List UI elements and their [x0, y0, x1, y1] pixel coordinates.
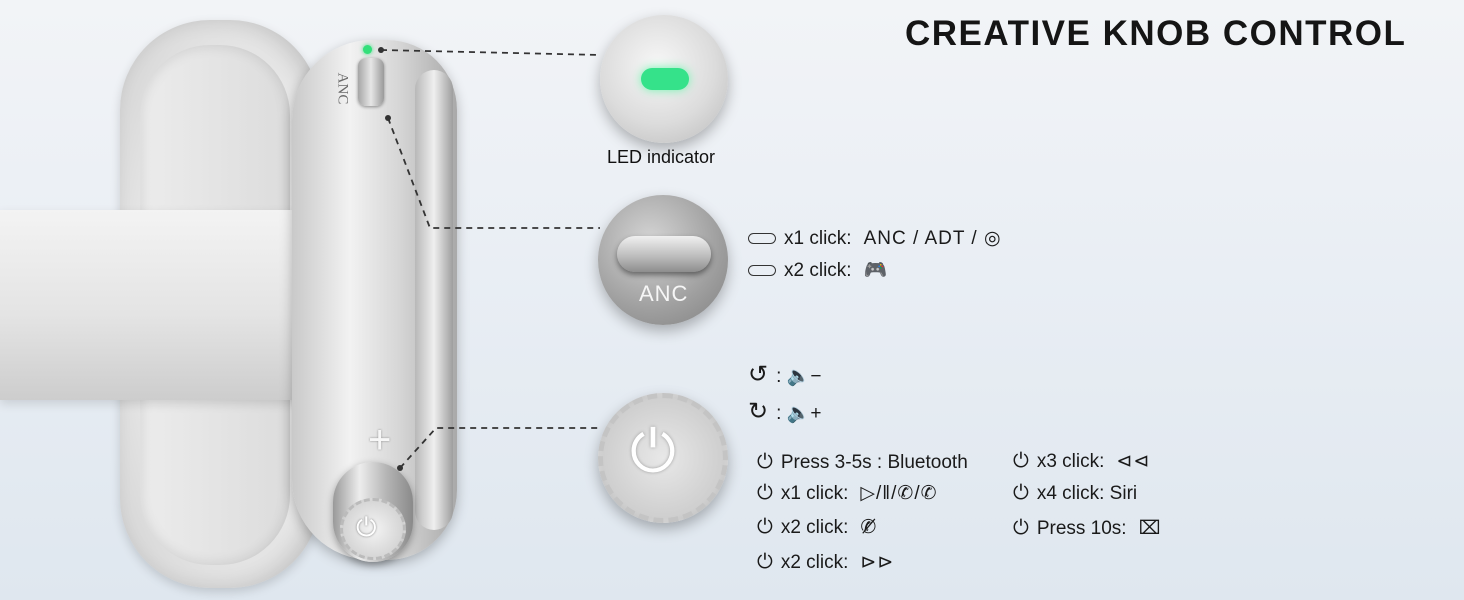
plus-engraving: + — [368, 418, 392, 462]
led-dot — [363, 45, 372, 54]
knob-zoom-circle — [598, 393, 728, 523]
knob-leader-line — [399, 427, 600, 469]
reject-call-icon: ✆̸ — [860, 517, 878, 538]
knob-power-icon: ⏻ — [630, 419, 676, 484]
page-title: CREATIVE KNOB CONTROL — [905, 14, 1407, 53]
power-icon: ⏻ — [757, 451, 773, 473]
control-knob-face — [340, 498, 406, 560]
power-instruction-5: ⏻x3 click:⊲⊲ — [1013, 450, 1151, 472]
mode-icons: ANC / ADT / ◎ — [863, 228, 1002, 249]
anc-button-icon — [748, 265, 776, 277]
power-instruction-2: ⏻x1 click:▷/‖/✆/✆ — [757, 482, 938, 504]
power-icon: ⏻ — [356, 512, 377, 542]
next-track-icon: ⊳⊳ — [860, 552, 895, 573]
anc-zoom-button — [617, 236, 711, 272]
power-icon: ⏻ — [1013, 517, 1029, 539]
rotate-down-instruction: ↺ : 🔈− — [748, 360, 821, 389]
anc-button-icon — [748, 233, 776, 245]
volume-up-icon: : 🔈+ — [776, 403, 822, 424]
rotate-cw-icon: ↻ — [748, 398, 769, 425]
game-mode-icon: 🎮 — [863, 260, 889, 281]
power-instruction-7: ⏻Press 10s:⌧ — [1013, 517, 1162, 539]
led-indicator-light — [641, 68, 689, 90]
power-icon: ⏻ — [1013, 450, 1029, 472]
power-instruction-3: ⏻x2 click:✆̸ — [757, 516, 878, 538]
power-icon: ⏻ — [1013, 482, 1029, 504]
rotate-ccw-icon: ↺ — [748, 361, 769, 388]
anc-zoom-label: ANC — [639, 281, 689, 306]
previous-track-icon: ⊲⊲ — [1116, 451, 1151, 472]
rotate-up-instruction: ↻ : 🔈+ — [748, 397, 821, 426]
anc-instruction-2: x2 click:🎮 — [748, 258, 888, 282]
reset-bluetooth-icon: ⌧ — [1138, 518, 1162, 539]
power-instruction-6: ⏻x4 click: Siri — [1013, 482, 1138, 504]
led-leader-line — [380, 49, 601, 56]
play-pause-call-icons: ▷/‖/✆/✆ — [860, 483, 938, 504]
power-icon: ⏻ — [757, 516, 773, 538]
power-icon: ⏻ — [757, 482, 773, 504]
volume-down-icon: : 🔈− — [776, 366, 822, 387]
led-caption: LED indicator — [607, 147, 716, 167]
power-instruction-1: ⏻Press 3-5s : Bluetooth — [757, 451, 968, 473]
anc-button — [358, 58, 384, 106]
power-instruction-4: ⏻x2 click:⊳⊳ — [757, 551, 895, 573]
anc-leader-line — [387, 117, 600, 229]
power-icon: ⏻ — [757, 551, 773, 573]
anc-instruction-1: x1 click:ANC / ADT / ◎ — [748, 227, 1002, 250]
ear-cup-rim — [415, 70, 453, 530]
